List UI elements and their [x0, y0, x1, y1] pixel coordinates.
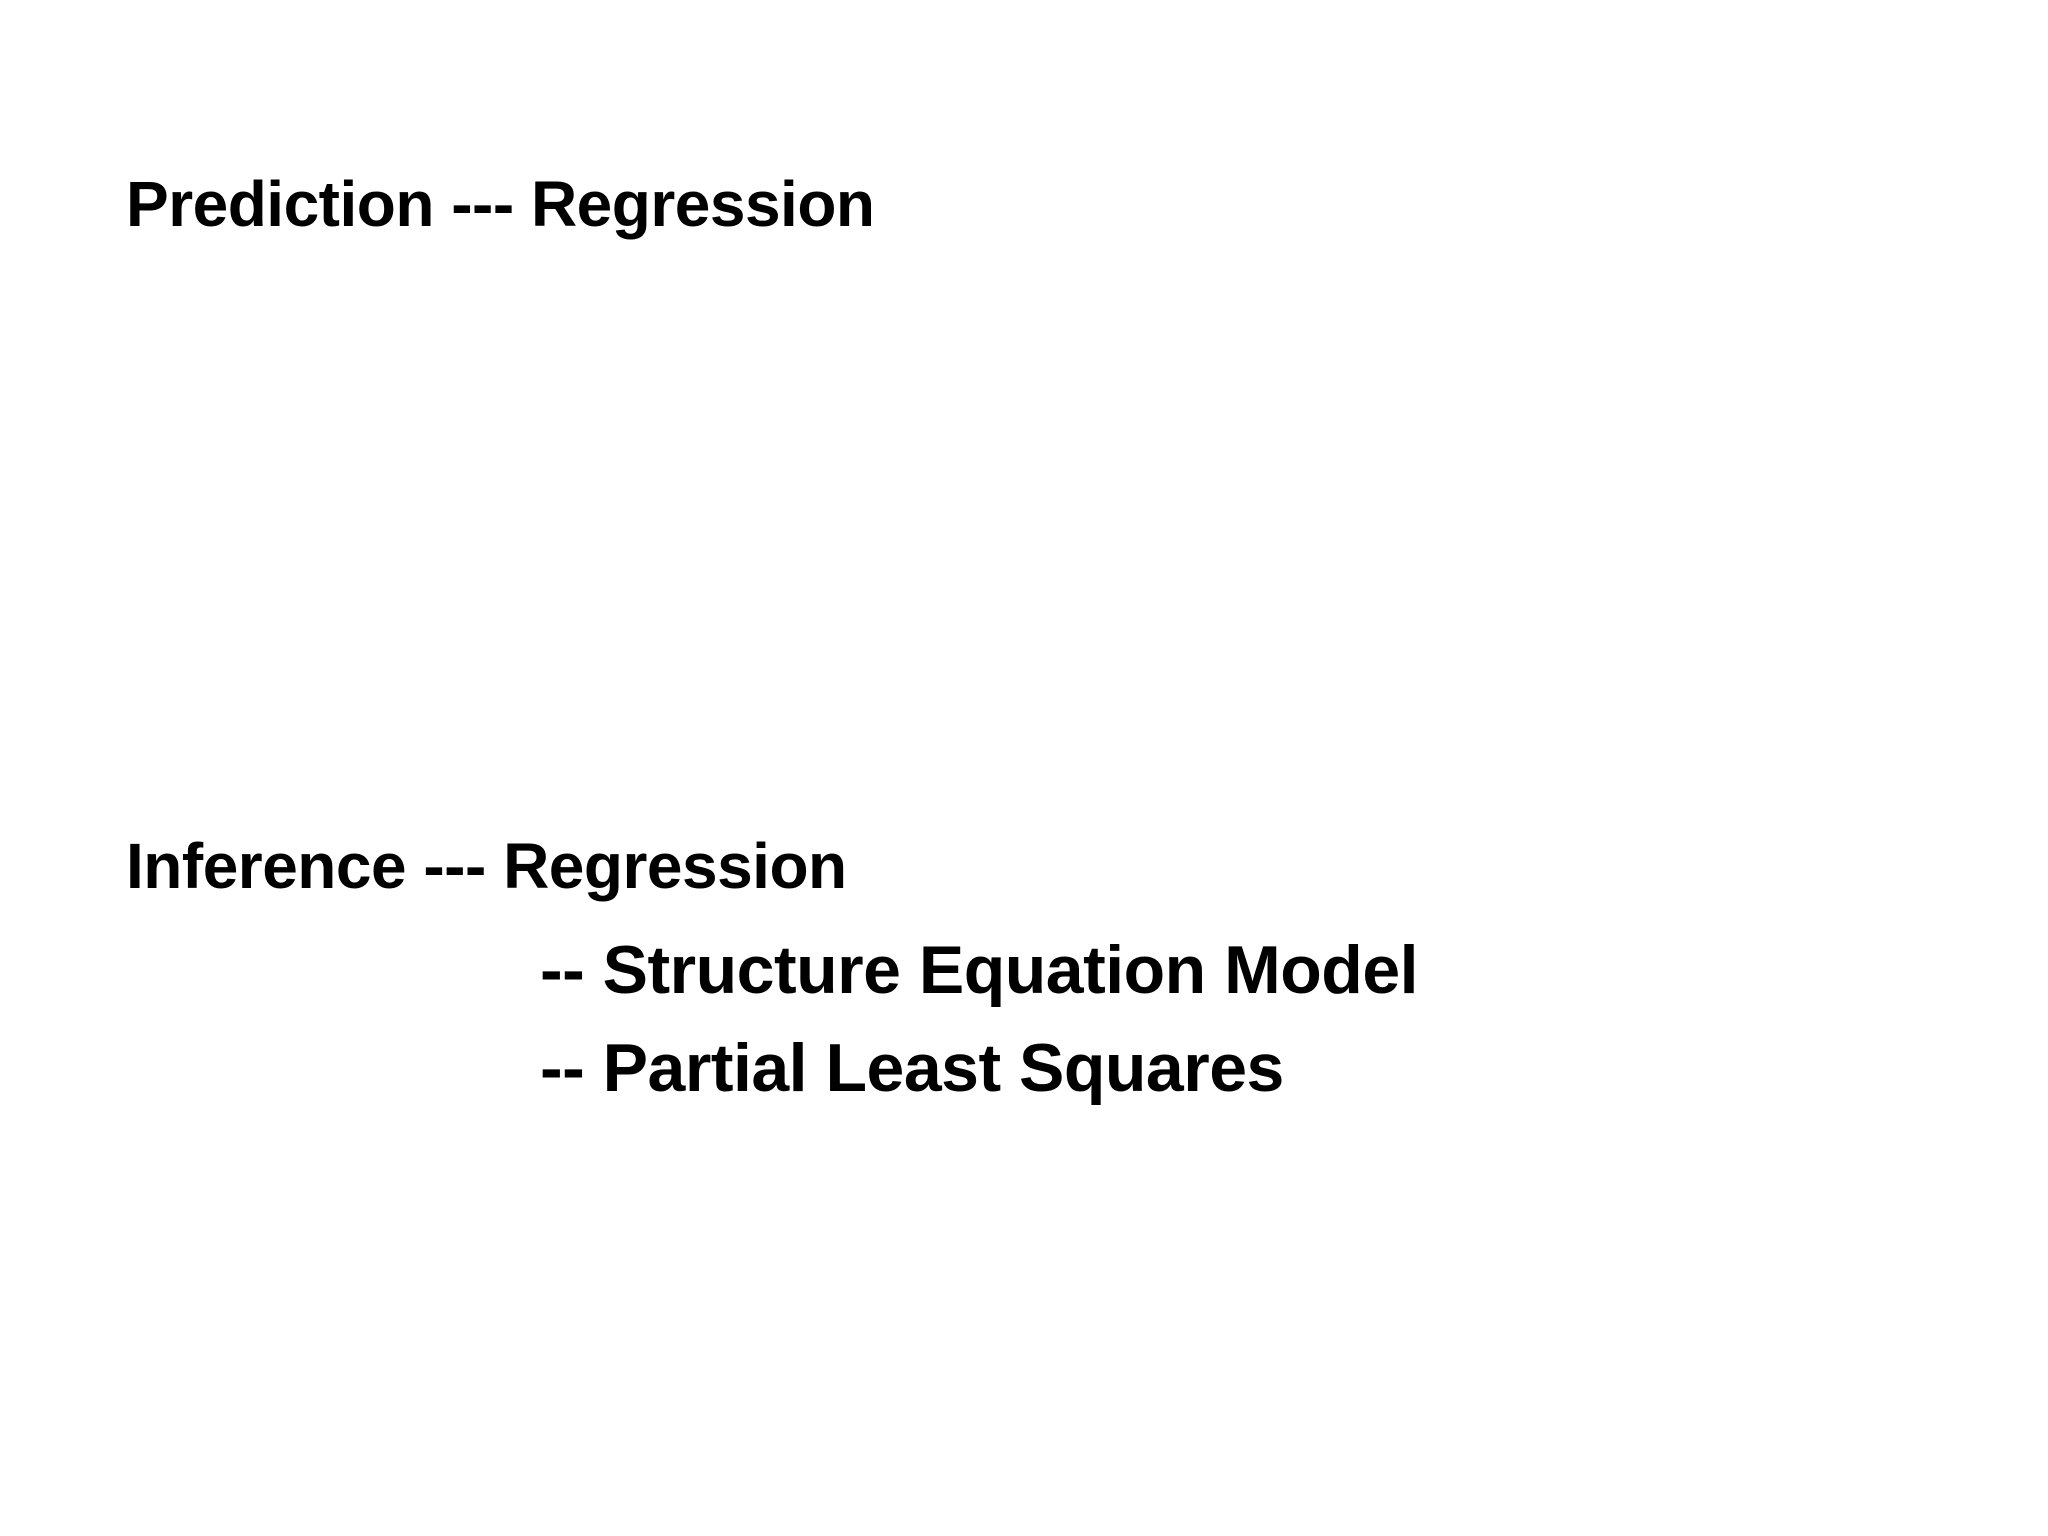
inference-text-block: Inference --- Regression -- Structure Eq… — [126, 834, 1926, 1102]
partial-least-squares-line: -- Partial Least Squares — [540, 1030, 1284, 1106]
inference-regression-line: Inference --- Regression — [126, 830, 847, 902]
structure-equation-model-line: -- Structure Equation Model — [540, 932, 1419, 1008]
prediction-text-block: Prediction --- Regression — [126, 172, 875, 236]
prediction-regression-line: Prediction --- Regression — [126, 168, 875, 240]
